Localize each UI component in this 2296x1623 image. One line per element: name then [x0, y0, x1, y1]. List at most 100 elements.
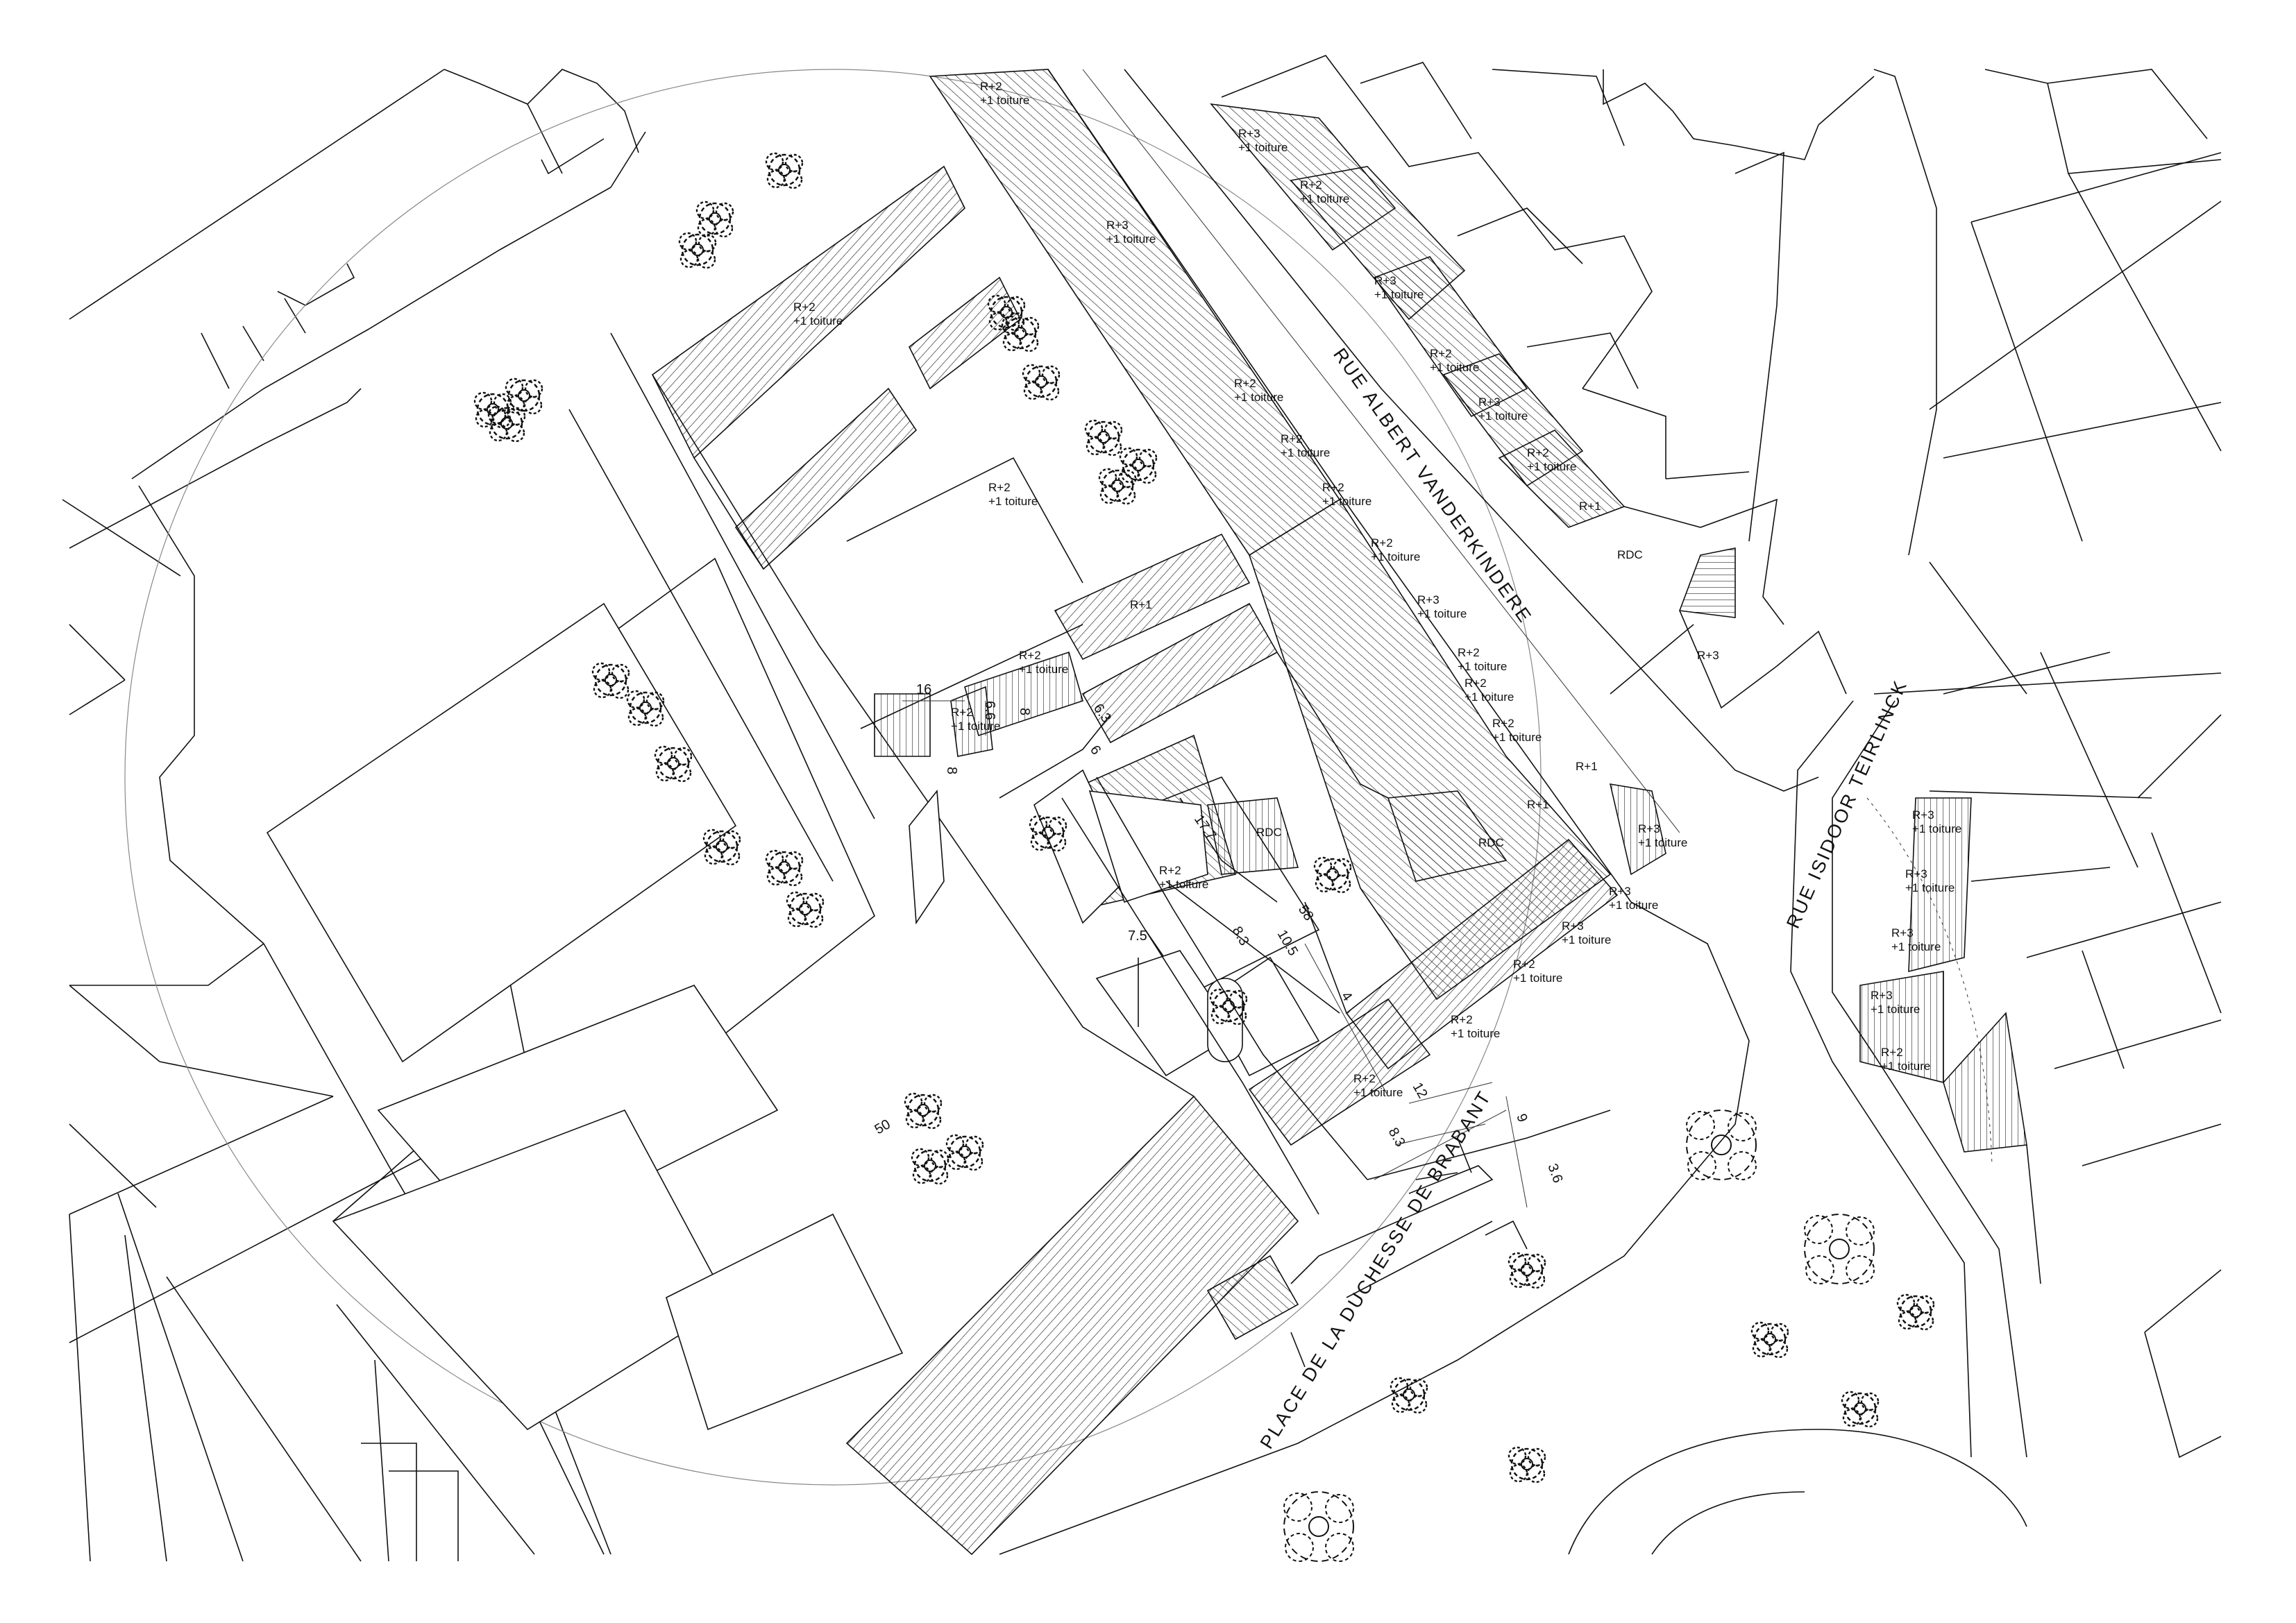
height-label: R+3+1 toiture — [1609, 885, 1658, 912]
svg-text:R+3: R+3 — [1912, 808, 1934, 822]
height-label: R+2+1 toiture — [1159, 864, 1208, 891]
svg-text:+1 toiture: +1 toiture — [1638, 836, 1687, 849]
height-label: R+2+1 toiture — [1513, 958, 1562, 985]
block-albert — [651, 69, 1666, 1556]
svg-text:R+2: R+2 — [1430, 347, 1452, 360]
height-label: R+2+1 toiture — [951, 706, 1000, 733]
height-label: R+3+1 toiture — [1871, 989, 1920, 1016]
height-label: R+2+1 toiture — [1881, 1046, 1930, 1073]
svg-text:+1 toiture: +1 toiture — [1234, 391, 1283, 404]
street-label-isidoor: RUE ISIDOOR TEIRLINCK — [1782, 676, 1911, 931]
height-label: R+2+1 toiture — [1451, 1013, 1500, 1040]
svg-text:R+3: R+3 — [1609, 885, 1631, 898]
label-rdc: RDC — [1256, 826, 1282, 839]
label-r1: R+1 — [1130, 598, 1152, 611]
streets — [999, 69, 2027, 1555]
svg-text:R+2: R+2 — [1513, 958, 1535, 971]
svg-text:+1 toiture: +1 toiture — [1513, 971, 1562, 985]
svg-text:+1 toiture: +1 toiture — [1458, 660, 1507, 673]
radius-circle — [124, 69, 1542, 1486]
svg-text:+1 toiture: +1 toiture — [1374, 288, 1424, 301]
height-label: R+2+1 toiture — [1458, 646, 1507, 673]
svg-text:R+2: R+2 — [1019, 649, 1041, 662]
svg-text:+1 toiture: +1 toiture — [1492, 731, 1542, 744]
height-label: R+2+1 toiture — [1234, 377, 1283, 404]
svg-text:R+3: R+3 — [1871, 989, 1893, 1002]
height-label: R+3+1 toiture — [1891, 926, 1941, 953]
svg-text:R+2: R+2 — [988, 481, 1011, 494]
svg-text:R+3: R+3 — [1106, 219, 1129, 232]
block-right — [1210, 55, 1937, 709]
svg-text:R+2: R+2 — [1281, 432, 1303, 445]
svg-text:R+2: R+2 — [1234, 377, 1256, 390]
svg-text:+1 toiture: +1 toiture — [1159, 878, 1208, 891]
label-r1: R+1 — [1527, 798, 1549, 811]
svg-text:+1 toiture: +1 toiture — [1562, 933, 1611, 946]
label-r1: R+1 — [1579, 500, 1601, 513]
svg-text:+1 toiture: +1 toiture — [1609, 899, 1658, 912]
svg-text:+1 toiture: +1 toiture — [1905, 881, 1955, 894]
dimension: 6.6 — [982, 701, 997, 720]
svg-text:R+3: R+3 — [1478, 396, 1501, 409]
svg-text:R+2: R+2 — [1371, 536, 1393, 550]
height-label: R+2+1 toiture — [1019, 649, 1068, 676]
svg-text:R+2: R+2 — [1353, 1072, 1376, 1085]
simple-labels: R+1 RDC R+3 R+1 R+1 R+1 RDC RDC — [1130, 500, 1719, 849]
dimension: 50 — [872, 1116, 893, 1137]
svg-text:R+2: R+2 — [1527, 446, 1549, 459]
svg-text:+1 toiture: +1 toiture — [1871, 1003, 1920, 1016]
height-label: R+2+1 toiture — [1371, 536, 1420, 563]
height-label: R+2+1 toiture — [1527, 446, 1576, 473]
svg-text:+1 toiture: +1 toiture — [1891, 940, 1941, 953]
svg-text:+1 toiture: +1 toiture — [1300, 192, 1349, 205]
svg-text:R+3: R+3 — [1238, 127, 1260, 140]
label-rdc: RDC — [1478, 836, 1504, 849]
svg-text:R+2: R+2 — [1464, 677, 1487, 690]
svg-text:+1 toiture: +1 toiture — [793, 314, 843, 328]
dimension: 8 — [1017, 708, 1032, 715]
svg-text:+1 toiture: +1 toiture — [1417, 607, 1467, 620]
dimension: 12 — [1410, 1080, 1430, 1101]
height-label: R+3+1 toiture — [1106, 219, 1156, 246]
svg-text:R+2: R+2 — [1492, 717, 1514, 730]
height-label: R+2+1 toiture — [1430, 347, 1479, 374]
svg-text:R+2: R+2 — [1159, 864, 1181, 877]
height-label: R+2+1 toiture — [1353, 1072, 1403, 1099]
svg-text:R+3: R+3 — [1374, 274, 1396, 287]
dimension: 9 — [1513, 1112, 1530, 1124]
inner-details — [860, 624, 1368, 1215]
svg-text:+1 toiture: +1 toiture — [1464, 690, 1514, 704]
label-r3: R+3 — [1697, 649, 1719, 662]
svg-text:R+2: R+2 — [980, 80, 1002, 93]
svg-text:+1 toiture: +1 toiture — [1106, 232, 1156, 246]
dimension: 7.5 — [1128, 928, 1147, 944]
height-label: R+3+1 toiture — [1417, 593, 1467, 620]
height-label: R+3+1 toiture — [1638, 822, 1687, 849]
block-far-right — [1859, 69, 2222, 1459]
height-label: R+2+1 toiture — [1492, 717, 1542, 744]
svg-text:R+2: R+2 — [1458, 646, 1480, 659]
dimension: 3.6 — [1544, 1162, 1565, 1185]
height-label: R+2+1 toiture — [793, 300, 843, 328]
dimension: 8.3 — [1229, 924, 1252, 949]
svg-text:+1 toiture: +1 toiture — [1881, 1060, 1930, 1073]
svg-text:+1 toiture: +1 toiture — [1019, 663, 1068, 676]
height-label: R+3+1 toiture — [1562, 919, 1611, 946]
height-label: R+2+1 toiture — [1300, 178, 1349, 205]
dimension: 6 — [1087, 742, 1104, 758]
svg-text:R+3: R+3 — [1905, 867, 1927, 881]
height-label: R+3+1 toiture — [1905, 867, 1955, 894]
label-r1: R+1 — [1576, 760, 1598, 773]
svg-text:+1 toiture: +1 toiture — [1238, 141, 1288, 154]
svg-text:+1 toiture: +1 toiture — [1478, 409, 1528, 423]
parcels-left — [266, 332, 904, 1431]
height-label: R+2+1 toiture — [1281, 432, 1330, 459]
svg-text:R+2: R+2 — [1451, 1013, 1473, 1026]
svg-text:+1 toiture: +1 toiture — [1353, 1086, 1403, 1099]
svg-text:+1 toiture: +1 toiture — [980, 94, 1029, 107]
svg-text:+1 toiture: +1 toiture — [988, 495, 1038, 508]
height-label: R+3+1 toiture — [1912, 808, 1961, 835]
svg-text:+1 toiture: +1 toiture — [1912, 822, 1961, 835]
dimension: 8 — [944, 767, 959, 774]
